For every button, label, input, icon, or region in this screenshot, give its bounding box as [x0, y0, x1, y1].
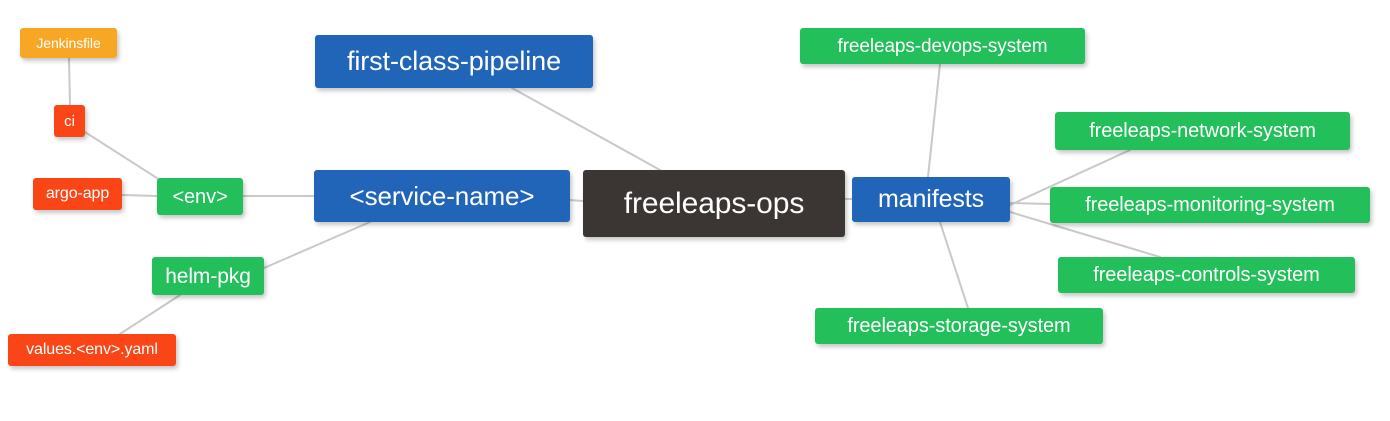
node-ci[interactable]: ci	[54, 105, 85, 137]
node-helm-pkg[interactable]: helm-pkg	[152, 257, 264, 295]
node-freeleaps-monitoring-system[interactable]: freeleaps-monitoring-system	[1050, 187, 1370, 223]
node-freeleaps-devops-system[interactable]: freeleaps-devops-system	[800, 28, 1085, 64]
node-freeleaps-storage-system[interactable]: freeleaps-storage-system	[815, 308, 1103, 344]
edge-manifests-to-freeleaps-devops-system	[927, 63, 941, 178]
node-manifests[interactable]: manifests	[852, 177, 1010, 222]
node-first-class-pipeline[interactable]: first-class-pipeline	[315, 35, 593, 88]
edge-first-class-pipeline-to-freeleaps-ops	[511, 87, 661, 171]
edge-argo-app-to-env	[121, 194, 158, 197]
node-freeleaps-controls-system[interactable]: freeleaps-controls-system	[1058, 257, 1355, 293]
edge-service-name-to-freeleaps-ops	[569, 199, 584, 202]
node-values-env-yaml[interactable]: values.<env>.yaml	[8, 334, 176, 366]
edge-manifests-to-freeleaps-monitoring-system	[1009, 202, 1051, 205]
edge-jenkinsfile-to-ci	[68, 57, 71, 106]
node-argo-app[interactable]: argo-app	[33, 178, 122, 210]
node-freeleaps-ops[interactable]: freeleaps-ops	[583, 170, 845, 237]
edge-helm-pkg-to-values-env-yaml	[119, 294, 181, 335]
node-service-name[interactable]: <service-name>	[314, 170, 570, 222]
edge-manifests-to-freeleaps-storage-system	[939, 221, 969, 309]
node-env[interactable]: <env>	[157, 178, 243, 215]
node-freeleaps-network-system[interactable]: freeleaps-network-system	[1055, 112, 1350, 150]
edge-ci-to-env	[84, 131, 161, 181]
node-jenkinsfile[interactable]: Jenkinsfile	[20, 28, 117, 58]
edge-service-name-to-helm-pkg	[263, 221, 371, 269]
